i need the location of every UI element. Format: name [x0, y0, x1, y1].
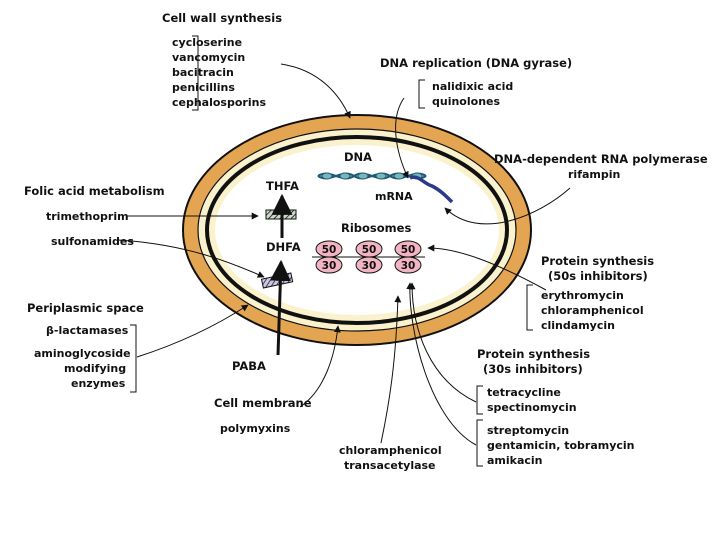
drug-label: spectinomycin — [487, 401, 577, 414]
protein-30s-subtitle: (30s inhibitors) — [483, 362, 583, 376]
drug-label: cephalosporins — [172, 96, 266, 109]
dna-replication-arrow — [395, 97, 409, 179]
drug-label: tetracycline — [487, 386, 561, 399]
drug-label: erythromycin — [541, 289, 624, 302]
drug-label: gentamicin, tobramycin — [487, 439, 635, 452]
mrna-label: mRNA — [375, 190, 413, 203]
protein-30s-title: Protein synthesis — [477, 347, 590, 361]
ribosome-2: 50 30 — [355, 240, 383, 274]
paba-to-dhfa-arrow — [269, 259, 291, 356]
periplasmic-arrow — [136, 304, 249, 358]
periplasmic-bracket — [130, 324, 137, 393]
transacetylase-label-2: transacetylase — [344, 459, 436, 472]
ribosome-50s-label: 50 — [362, 244, 377, 256]
transacetylase-label-1: chloramphenicol — [339, 444, 442, 457]
drug-label: vancomycin — [172, 51, 245, 64]
protein-50s-arrow — [427, 244, 547, 291]
ribosome-30s-label: 30 — [322, 260, 337, 272]
drug-label: chloramphenicol — [541, 304, 644, 317]
drug-label: trimethoprim — [46, 210, 129, 223]
ribosome-30s-label: 30 — [362, 260, 377, 272]
paba-label: PABA — [232, 359, 266, 373]
dna-replication-title: DNA replication (DNA gyrase) — [380, 56, 572, 70]
drug-label: amikacin — [487, 454, 543, 467]
ribosome-3: 50 30 — [394, 240, 422, 274]
drug-label: streptomycin — [487, 424, 569, 437]
periplasmic-title: Periplasmic space — [27, 301, 144, 315]
protein-50s-subtitle: (50s inhibitors) — [548, 269, 648, 283]
mrna-strand — [409, 175, 454, 204]
protein-30s-arrow-2 — [406, 282, 477, 446]
cell-wall-title: Cell wall synthesis — [162, 11, 282, 25]
protein-50s-title: Protein synthesis — [541, 254, 654, 268]
dhfa-label: DHFA — [266, 240, 301, 254]
protein-50s-bracket — [526, 284, 533, 331]
cell-wall-bracket — [192, 35, 199, 111]
drug-label: modifying — [64, 362, 126, 375]
ribosome-1: 50 30 — [315, 240, 343, 274]
drug-label: cycloserine — [172, 36, 242, 49]
ribosome-50s-label: 50 — [322, 244, 337, 256]
ribosome-30s-label: 30 — [401, 260, 416, 272]
protein-30s-bracket-1 — [476, 385, 483, 415]
thfa-label: THFA — [266, 179, 299, 193]
ribosome-50s-label: 50 — [401, 244, 416, 256]
drug-label: bacitracin — [172, 66, 234, 79]
folic-acid-title: Folic acid metabolism — [24, 184, 165, 198]
transacetylase-arrow — [380, 295, 402, 444]
protein-30s-arrow-1 — [408, 282, 477, 403]
dna-replication-bracket — [418, 79, 425, 109]
drug-label: clindamycin — [541, 319, 615, 332]
drug-label: polymyxins — [220, 422, 291, 435]
rna-polymerase-title: DNA-dependent RNA polymerase — [494, 152, 708, 166]
sulfonamides-arrow — [117, 239, 265, 278]
drug-label: quinolones — [432, 95, 500, 108]
drug-label: aminoglycoside — [34, 347, 131, 360]
drug-label: β-lactamases — [46, 324, 129, 337]
drug-label: nalidixic acid — [432, 80, 513, 93]
drug-label: sulfonamides — [51, 235, 134, 248]
drug-label: rifampin — [568, 168, 620, 181]
cell-membrane-arrow — [299, 325, 341, 408]
protein-30s-bracket-2 — [476, 419, 483, 467]
dna-label: DNA — [344, 150, 372, 164]
drug-label: enzymes — [71, 377, 126, 390]
cell-membrane-title: Cell membrane — [214, 396, 312, 410]
drug-label: penicillins — [172, 81, 235, 94]
rna-polymerase-arrow — [444, 187, 571, 225]
ribosomes-label: Ribosomes — [341, 221, 411, 235]
cell-wall-arrow — [280, 63, 351, 119]
